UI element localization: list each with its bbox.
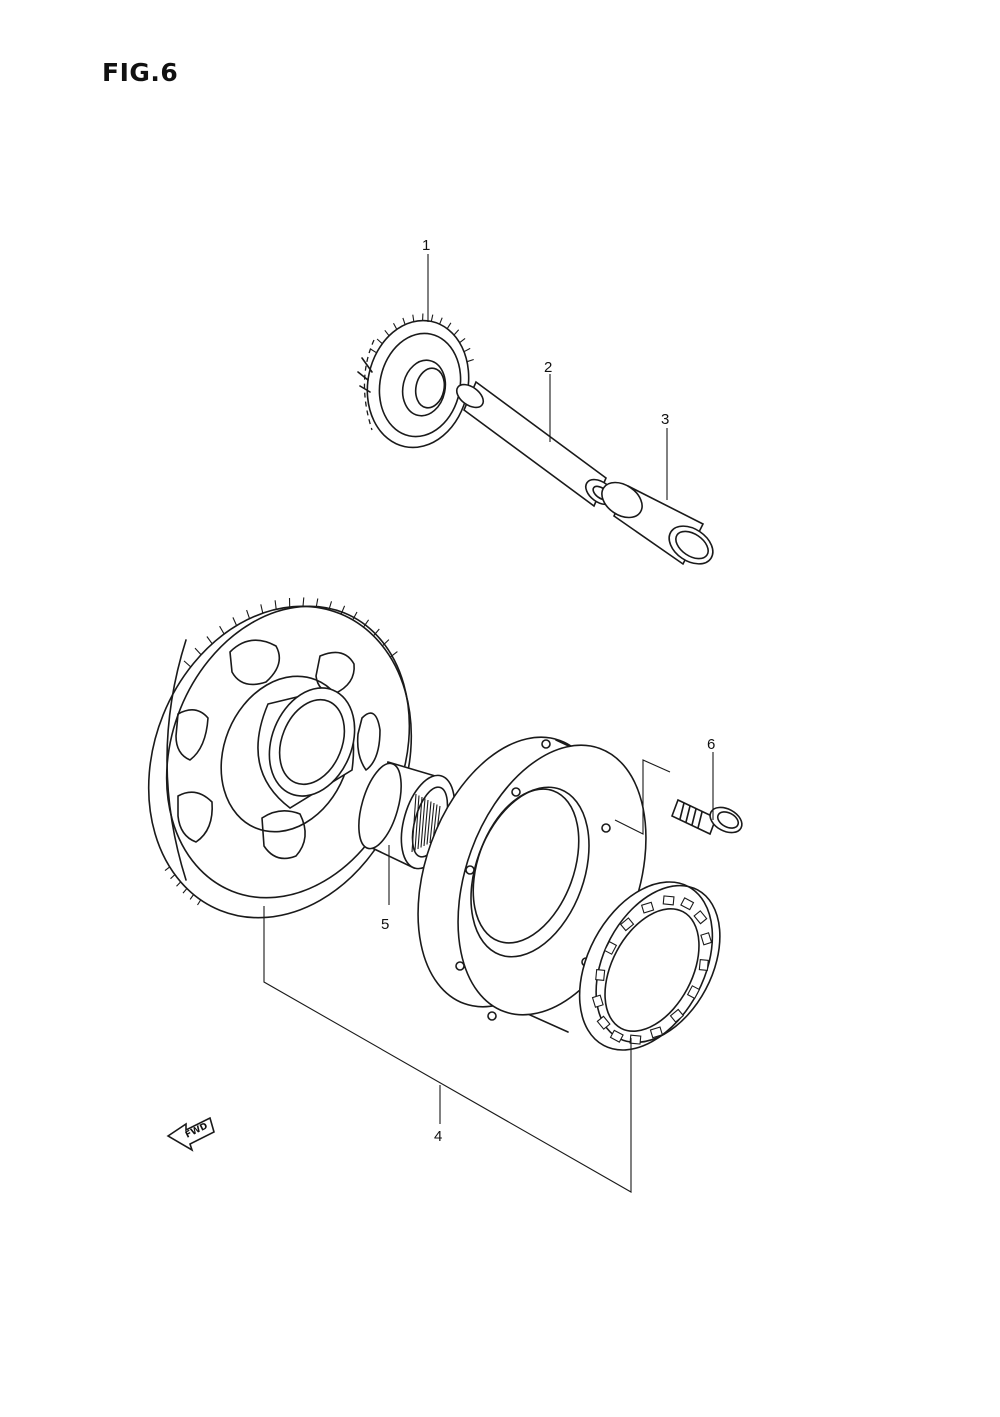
callout-4: 4: [434, 1128, 442, 1145]
idle-gear: [357, 313, 474, 449]
callout-5: 5: [381, 916, 389, 933]
callout-2: 2: [544, 359, 552, 376]
starter-driven-gear: [147, 597, 413, 919]
callout-labels: 1 2 3 4 5 6: [381, 237, 715, 1145]
forward-arrow-icon: FWD: [166, 1116, 215, 1152]
bushing: [601, 481, 714, 566]
leader-lines: [263, 254, 714, 1193]
callout-6: 6: [707, 736, 715, 753]
one-way-clutch: [578, 881, 721, 1051]
figure-title: FIG.6: [102, 58, 179, 87]
callout-3: 3: [661, 411, 669, 428]
gear-shaft: [455, 380, 616, 508]
callout-1: 1: [422, 237, 430, 254]
hex-bolt: [670, 798, 743, 836]
